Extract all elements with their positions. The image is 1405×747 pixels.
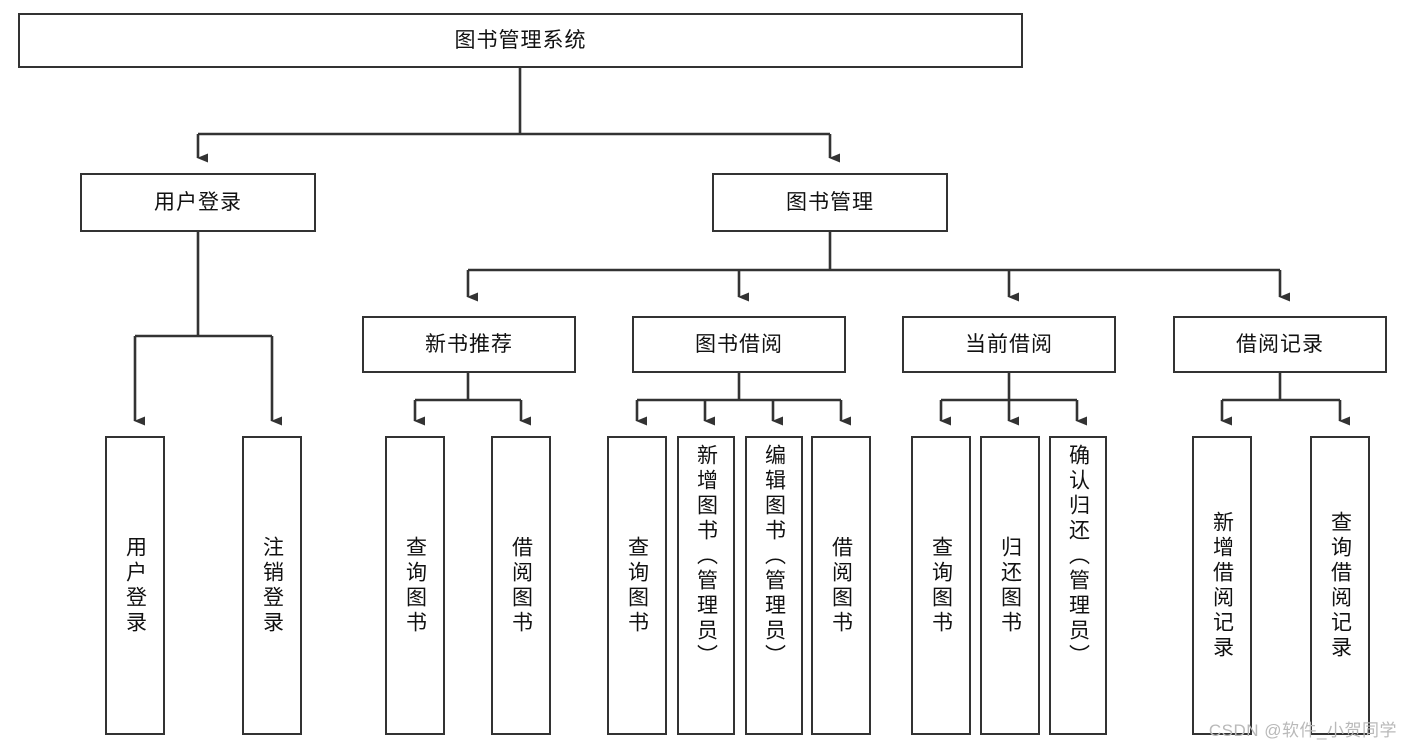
node-current-borrow[interactable]: 当前借阅 xyxy=(902,316,1116,373)
node-leaf-query-book-1[interactable]: 查询图书 xyxy=(385,436,445,735)
node-book-manage[interactable]: 图书管理 xyxy=(712,173,948,232)
node-leaf-return-book[interactable]: 归还图书 xyxy=(980,436,1040,735)
node-book-borrow-label: 图书借阅 xyxy=(695,333,783,356)
node-leaf-borrow-book-2[interactable]: 借阅图书 xyxy=(811,436,871,735)
node-leaf-query-book-1-label: 查询图书 xyxy=(403,535,427,636)
node-leaf-borrow-book-1[interactable]: 借阅图书 xyxy=(491,436,551,735)
node-leaf-return-book-label: 归还图书 xyxy=(998,535,1022,636)
node-new-book-recommend[interactable]: 新书推荐 xyxy=(362,316,576,373)
node-leaf-edit-book[interactable]: 编辑图书（管理员） xyxy=(745,436,803,735)
node-leaf-add-record-label: 新增借阅记录 xyxy=(1210,510,1234,661)
node-leaf-edit-book-label: 编辑图书（管理员） xyxy=(762,444,786,669)
node-user-login-label: 用户登录 xyxy=(154,191,242,214)
node-user-login[interactable]: 用户登录 xyxy=(80,173,316,232)
node-leaf-query-book-2[interactable]: 查询图书 xyxy=(607,436,667,735)
node-root[interactable]: 图书管理系统 xyxy=(18,13,1023,68)
node-book-borrow[interactable]: 图书借阅 xyxy=(632,316,846,373)
node-leaf-query-record-label: 查询借阅记录 xyxy=(1328,510,1352,661)
node-leaf-borrow-book-2-label: 借阅图书 xyxy=(829,535,853,636)
node-leaf-confirm-return-label: 确认归还（管理员） xyxy=(1066,444,1090,669)
node-leaf-add-book-label: 新增图书（管理员） xyxy=(694,444,718,669)
node-leaf-user-logout-label: 注销登录 xyxy=(260,535,284,636)
node-root-label: 图书管理系统 xyxy=(454,29,587,52)
node-leaf-query-book-3[interactable]: 查询图书 xyxy=(911,436,971,735)
node-leaf-user-login-label: 用户登录 xyxy=(123,535,147,636)
node-leaf-user-login[interactable]: 用户登录 xyxy=(105,436,165,735)
node-borrow-record-label: 借阅记录 xyxy=(1236,333,1324,356)
node-leaf-borrow-book-1-label: 借阅图书 xyxy=(509,535,533,636)
node-leaf-add-record[interactable]: 新增借阅记录 xyxy=(1192,436,1252,735)
node-leaf-user-logout[interactable]: 注销登录 xyxy=(242,436,302,735)
node-leaf-query-book-2-label: 查询图书 xyxy=(625,535,649,636)
node-current-borrow-label: 当前借阅 xyxy=(965,333,1053,356)
node-leaf-query-book-3-label: 查询图书 xyxy=(929,535,953,636)
node-leaf-query-record[interactable]: 查询借阅记录 xyxy=(1310,436,1370,735)
node-leaf-add-book[interactable]: 新增图书（管理员） xyxy=(677,436,735,735)
node-borrow-record[interactable]: 借阅记录 xyxy=(1173,316,1387,373)
node-book-manage-label: 图书管理 xyxy=(786,191,874,214)
node-leaf-confirm-return[interactable]: 确认归还（管理员） xyxy=(1049,436,1107,735)
node-new-book-recommend-label: 新书推荐 xyxy=(425,333,513,356)
